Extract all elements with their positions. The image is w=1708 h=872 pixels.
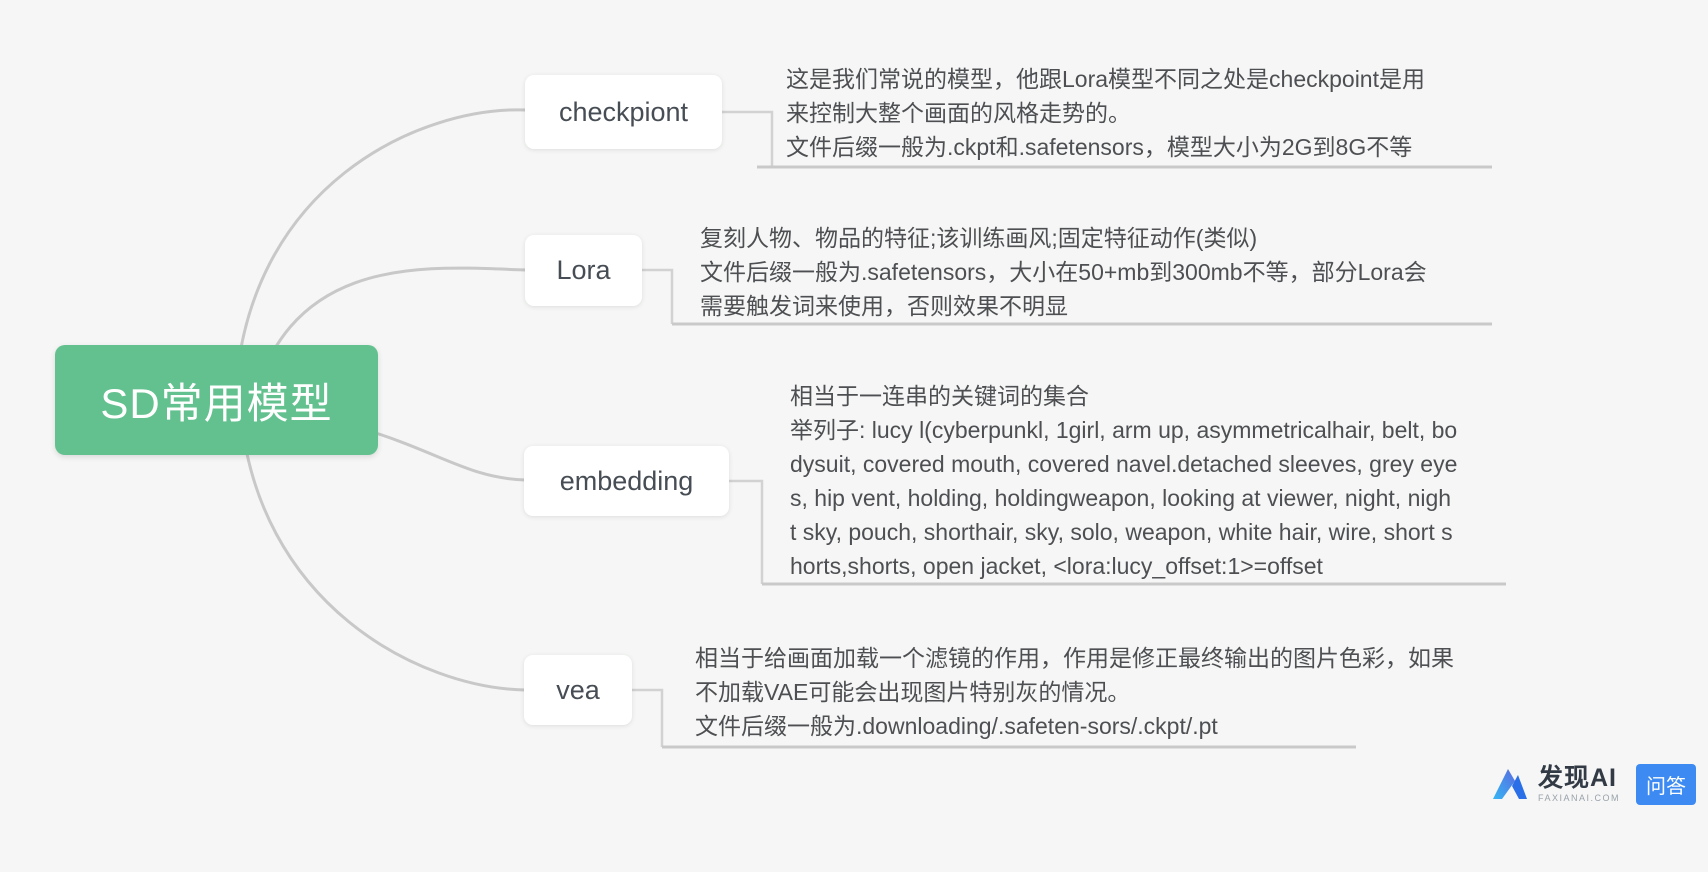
logo-title: 发现AI	[1537, 763, 1617, 792]
topic-label-checkpiont: checkpiont	[558, 96, 689, 127]
topic-label-vea: vea	[556, 674, 600, 705]
root-topic-node[interactable]: SD常用模型	[55, 345, 378, 455]
desc-lora[interactable]: 复刻人物、物品的特征;该训练画风;固定特征动作(类似) 文件后缀一般为.safe…	[700, 221, 1427, 323]
topic-label-embedding: embedding	[559, 465, 694, 496]
desc-checkpiont[interactable]: 这是我们常说的模型，他跟Lora模型不同之处是checkpoint是用 来控制大…	[786, 62, 1425, 164]
desc-embedding[interactable]: 相当于一连串的关键词的集合 举列子: lucy l(cyberpunkl, 1g…	[790, 379, 1457, 583]
faxianai-logo-icon	[1492, 769, 1527, 799]
desc-vea[interactable]: 相当于给画面加载一个滤镜的作用，作用是修正最终输出的图片色彩，如果 不加载VAE…	[695, 641, 1454, 743]
desc-line: horts,shorts, open jacket, <lora:lucy_of…	[790, 553, 1323, 579]
topic-node-embedding[interactable]: embedding	[524, 446, 729, 516]
desc-line: 文件后缀一般为.downloading/.safeten-sors/.ckpt/…	[695, 713, 1218, 739]
desc-line: 相当于一连串的关键词的集合	[790, 383, 1089, 409]
desc-line: 文件后缀一般为.ckpt和.safetensors，模型大小为2G到8G不等	[786, 134, 1413, 160]
root-topic-label: SD常用模型	[100, 379, 333, 427]
desc-line: 需要触发词来使用，否则效果不明显	[700, 293, 1068, 319]
topic-node-checkpiont[interactable]: checkpiont	[525, 75, 722, 149]
topic-node-lora[interactable]: Lora	[525, 235, 642, 306]
logo-subtitle: FAXIANAI.COM	[1537, 792, 1620, 803]
desc-line: dysuit, covered mouth, covered navel.det…	[790, 451, 1458, 477]
desc-line: 不加载VAE可能会出现图片特别灰的情况。	[695, 679, 1131, 705]
desc-line: 举列子: lucy l(cyberpunkl, 1girl, arm up, a…	[790, 417, 1458, 443]
qa-badge[interactable]: 问答	[1636, 763, 1696, 805]
desc-line: s, hip vent, holding, holdingweapon, loo…	[790, 485, 1452, 511]
topic-label-lora: Lora	[556, 255, 611, 285]
desc-line: 文件后缀一般为.safetensors，大小在50+mb到300mb不等，部分L…	[700, 259, 1427, 285]
logo-words: 发现AI FAXIANAI.COM	[1537, 763, 1620, 803]
site-watermark: 发现AI FAXIANAI.COM 问答	[1492, 762, 1696, 806]
desc-line: 来控制大整个画面的风格走势的。	[786, 100, 1131, 126]
desc-line: 复刻人物、物品的特征;该训练画风;固定特征动作(类似)	[700, 225, 1258, 251]
desc-line: 这是我们常说的模型，他跟Lora模型不同之处是checkpoint是用	[786, 66, 1425, 92]
topic-node-vea[interactable]: vea	[524, 655, 632, 725]
desc-line: t sky, pouch, shorthair, sky, solo, weap…	[790, 519, 1453, 545]
desc-line: 相当于给画面加载一个滤镜的作用，作用是修正最终输出的图片色彩，如果	[695, 645, 1454, 671]
